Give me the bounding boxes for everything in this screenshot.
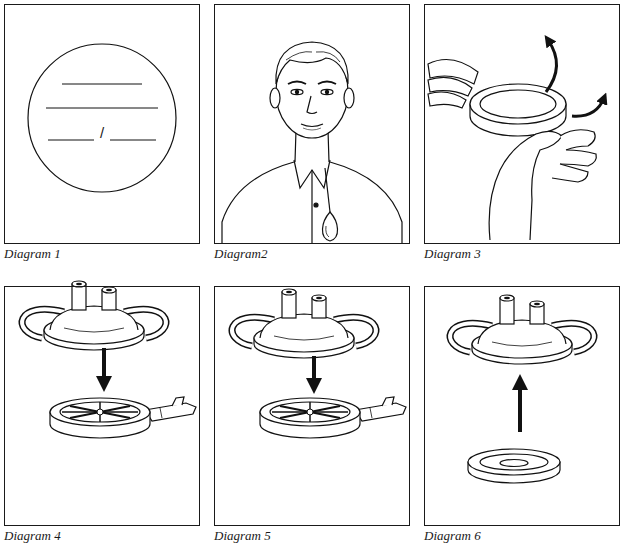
person-with-pendant-part — [321, 89, 333, 94]
panel-frame — [214, 4, 410, 244]
cap-lifted-from-dish-part — [468, 449, 560, 483]
person-with-pendant-part — [322, 212, 337, 241]
panel-caption: Diagram 3 — [424, 246, 620, 261]
cap-lifted-from-dish-part-part — [468, 449, 560, 475]
cap-lifted-from-dish-part — [450, 295, 594, 364]
panel-caption: Diagram 5 — [214, 528, 410, 543]
hands-opening-disc-part — [480, 90, 556, 118]
diagram-panel: Diagram 6 — [424, 286, 620, 543]
person-with-pendant-part — [276, 42, 348, 84]
hands-opening-disc-part — [546, 40, 557, 92]
person-with-pendant-part — [314, 203, 318, 207]
panel-caption: Diagram2 — [214, 246, 410, 261]
cap-lifted-from-dish-part-part — [480, 454, 548, 470]
cap-lowered-on-base-part — [232, 289, 376, 358]
person-with-pendant-part — [286, 52, 340, 62]
cap-above-base — [22, 281, 196, 438]
panel-caption: Diagram 4 — [4, 528, 200, 543]
cap-lifted-from-dish-part — [518, 382, 522, 432]
cap-lifted-from-dish-part-part — [500, 460, 528, 467]
person-with-pendant-part — [288, 82, 336, 85]
cap-above-base-part — [22, 281, 166, 350]
diagram-panel: Diagram 3 — [424, 4, 620, 261]
person-with-pendant-part — [291, 89, 303, 94]
cap-above-base-part — [50, 397, 196, 438]
cap-lowered-on-base-part — [312, 356, 316, 386]
cap-lowered-on-base — [232, 289, 406, 438]
person-with-pendant-part — [330, 162, 402, 244]
date-label-circle-part — [110, 140, 156, 141]
panel-frame — [214, 286, 410, 526]
hands-opening-disc-part — [572, 98, 604, 116]
date-label-circle-part — [28, 44, 176, 192]
panel-caption: Diagram 6 — [424, 528, 620, 543]
panel-caption: Diagram 1 — [4, 246, 200, 261]
person-with-pendant-part — [303, 128, 321, 130]
panel-frame — [424, 286, 620, 526]
person-with-pendant-part — [311, 170, 312, 244]
date-label-circle-part — [48, 140, 94, 141]
person-with-pendant — [222, 42, 402, 244]
date-label-circle-part — [62, 84, 142, 85]
person-with-pendant-part — [270, 88, 280, 108]
cap-lifted-from-dish — [450, 295, 594, 483]
date-separator: / — [99, 124, 105, 141]
diagram-panel: Diagram 5 — [214, 286, 410, 543]
diagram-panel: Diagram 4 — [4, 286, 200, 543]
person-with-pendant-part — [222, 162, 294, 244]
panel-frame — [424, 4, 620, 244]
person-with-pendant-part — [325, 90, 328, 93]
hands-opening-disc-part — [428, 92, 466, 108]
date-label-circle-part — [46, 108, 158, 109]
person-with-pendant-part — [301, 124, 323, 127]
cap-lowered-on-base-part — [260, 397, 406, 438]
hands-opening-disc-part — [552, 164, 588, 182]
panel-frame — [4, 286, 200, 526]
hands-opening-disc — [428, 40, 604, 240]
date-label-circle — [28, 44, 176, 192]
person-with-pendant-part — [325, 168, 330, 212]
person-with-pendant-part — [326, 226, 329, 237]
hands-opening-disc-part — [560, 150, 596, 166]
person-with-pendant-part — [344, 88, 354, 108]
cap-above-base-part — [102, 348, 106, 384]
hands-opening-disc-part — [560, 130, 595, 150]
person-with-pendant-part — [307, 96, 317, 114]
person-with-pendant-part — [295, 90, 298, 93]
hands-opening-disc-part — [470, 84, 566, 124]
hands-opening-disc-part — [489, 131, 562, 240]
diagram-panel: Diagram2 — [214, 4, 410, 261]
